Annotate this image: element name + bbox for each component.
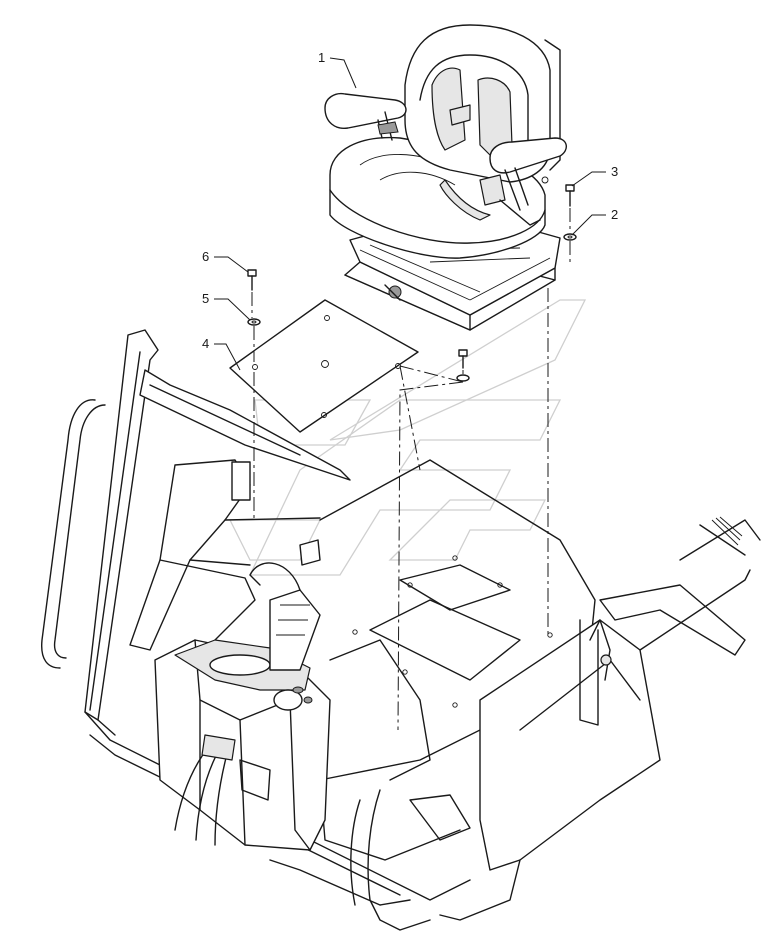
callout-4: 4 [202,336,209,351]
bolt-and-washer-left [247,269,261,326]
operator-seat [324,24,567,331]
callout-5: 5 [202,291,209,306]
right-frame [350,516,761,931]
steering-console [154,539,331,851]
callout-1: 1 [318,50,325,65]
bolt-and-washer-mid [456,349,470,382]
callout-6: 6 [202,249,209,264]
callout-2: 2 [611,207,618,222]
seat-plate [229,299,419,433]
callout-leaders [214,57,606,371]
projection-lines [251,208,571,731]
callout-3: 3 [611,164,618,179]
bolt-and-washer-right [563,184,577,241]
